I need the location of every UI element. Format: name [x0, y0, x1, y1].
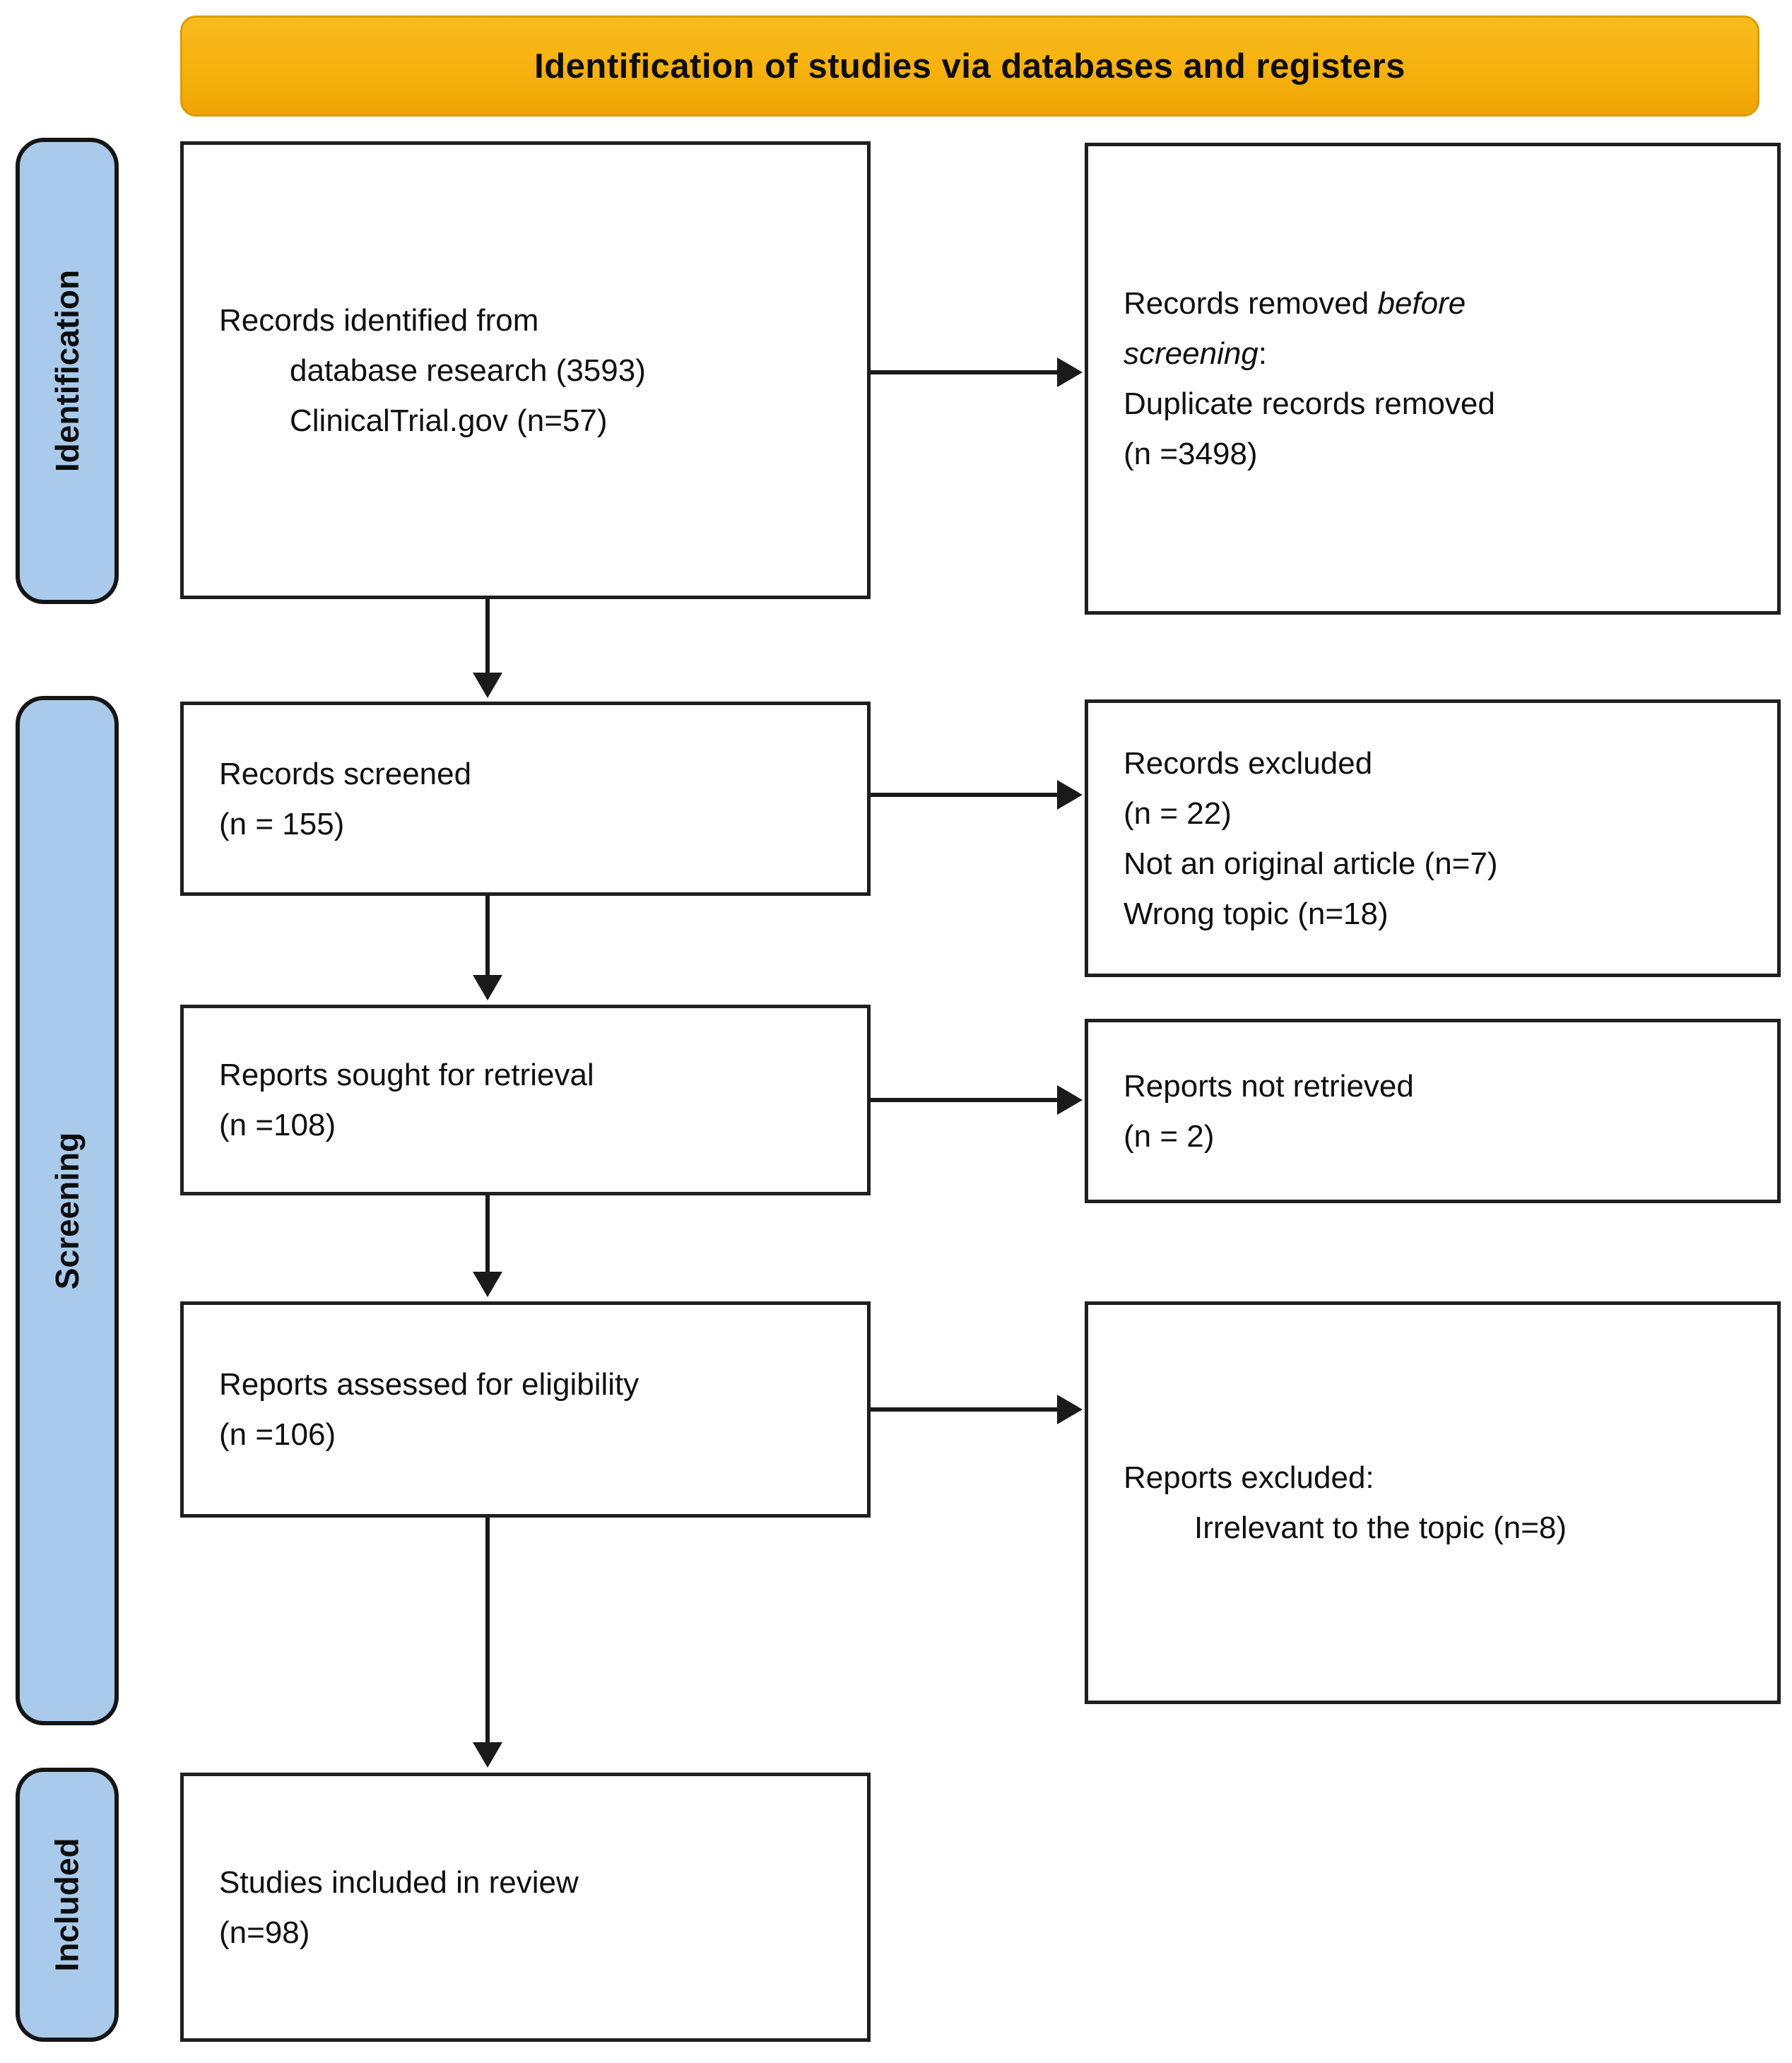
stage-pill-screening: Screening — [16, 696, 119, 1725]
box-line: (n = 155) — [219, 806, 345, 841]
box-line: (n = 22) — [1124, 796, 1232, 831]
box-line: Irrelevant to the topic (n=8) — [1194, 1511, 1567, 1545]
box-line: Duplicate records removed — [1124, 386, 1495, 421]
box-records-excluded: Records excluded (n = 22) Not an origina… — [1085, 699, 1781, 977]
box-records-screened: Records screened (n = 155) — [180, 702, 871, 896]
box-line: (n =106) — [219, 1417, 336, 1452]
box-line: (n = 2) — [1124, 1118, 1215, 1154]
arrow-shaft-identified-to-removed — [871, 370, 1057, 374]
box-line-text-italic: screening — [1124, 336, 1258, 371]
stage-pill-included: Included — [16, 1768, 119, 2042]
arrow-shaft-sought-to-notretrieved — [871, 1098, 1057, 1102]
arrowhead-right-icon — [1057, 1085, 1083, 1115]
box-line: Reports sought for retrieval — [219, 1058, 594, 1092]
stage-label-identification: Identification — [49, 269, 86, 473]
arrow-shaft-screened-to-sought — [485, 896, 490, 976]
box-reports-assessed: Reports assessed for eligibility (n =106… — [180, 1301, 871, 1518]
header-title: Identification of studies via databases … — [534, 47, 1405, 85]
box-line: ClinicalTrial.gov (n=57) — [290, 403, 608, 438]
arrowhead-right-icon — [1057, 780, 1083, 810]
box-line: Reports assessed for eligibility — [219, 1367, 639, 1402]
stage-label-included: Included — [49, 1838, 86, 1972]
box-line: Studies included in review — [219, 1864, 579, 1900]
box-reports-sought: Reports sought for retrieval (n =108) — [180, 1005, 871, 1195]
stage-label-screening: Screening — [49, 1132, 86, 1289]
box-line: Records identified from — [219, 302, 539, 338]
box-line: (n =108) — [219, 1108, 336, 1142]
box-line: screening: — [1124, 329, 1752, 379]
arrow-shaft-identified-to-screened — [485, 599, 490, 674]
box-line: Records excluded — [1124, 745, 1373, 781]
box-reports-not-retrieved: Reports not retrieved (n = 2) — [1085, 1019, 1781, 1203]
arrowhead-right-icon — [1057, 357, 1083, 387]
box-line: Wrong topic (n=18) — [1124, 896, 1389, 931]
box-line-text: : — [1258, 336, 1268, 371]
box-line: Records screened — [219, 756, 472, 791]
arrow-shaft-screened-to-excluded — [871, 793, 1057, 797]
box-records-identified: Records identified from database researc… — [180, 141, 871, 599]
box-reports-excluded: Reports excluded: Irrelevant to the topi… — [1085, 1301, 1781, 1704]
stage-pill-identification: Identification — [16, 138, 119, 604]
arrow-shaft-assessed-to-included — [485, 1518, 490, 1744]
box-line: Reports excluded: — [1124, 1460, 1374, 1495]
arrowhead-down-icon — [473, 1742, 502, 1768]
arrowhead-down-icon — [473, 673, 502, 698]
box-line: Not an original article (n=7) — [1124, 846, 1498, 881]
arrow-shaft-sought-to-assessed — [485, 1195, 490, 1273]
box-line-text-italic: before — [1377, 286, 1466, 321]
box-line: Reports not retrieved — [1124, 1068, 1414, 1104]
box-line: database research (3593) — [290, 353, 646, 388]
arrowhead-down-icon — [473, 975, 502, 1000]
arrow-shaft-assessed-to-repexcluded — [871, 1407, 1057, 1412]
box-line: (n=98) — [219, 1915, 310, 1950]
box-studies-included: Studies included in review (n=98) — [180, 1773, 871, 2042]
box-records-removed: Records removed before screening: Duplic… — [1085, 143, 1781, 615]
arrowhead-right-icon — [1057, 1395, 1083, 1424]
header-banner: Identification of studies via databases … — [180, 16, 1759, 117]
box-line-text: Records removed — [1124, 286, 1378, 321]
box-line: Records removed before — [1124, 278, 1752, 329]
arrowhead-down-icon — [473, 1272, 502, 1297]
box-line: (n =3498) — [1124, 437, 1258, 471]
